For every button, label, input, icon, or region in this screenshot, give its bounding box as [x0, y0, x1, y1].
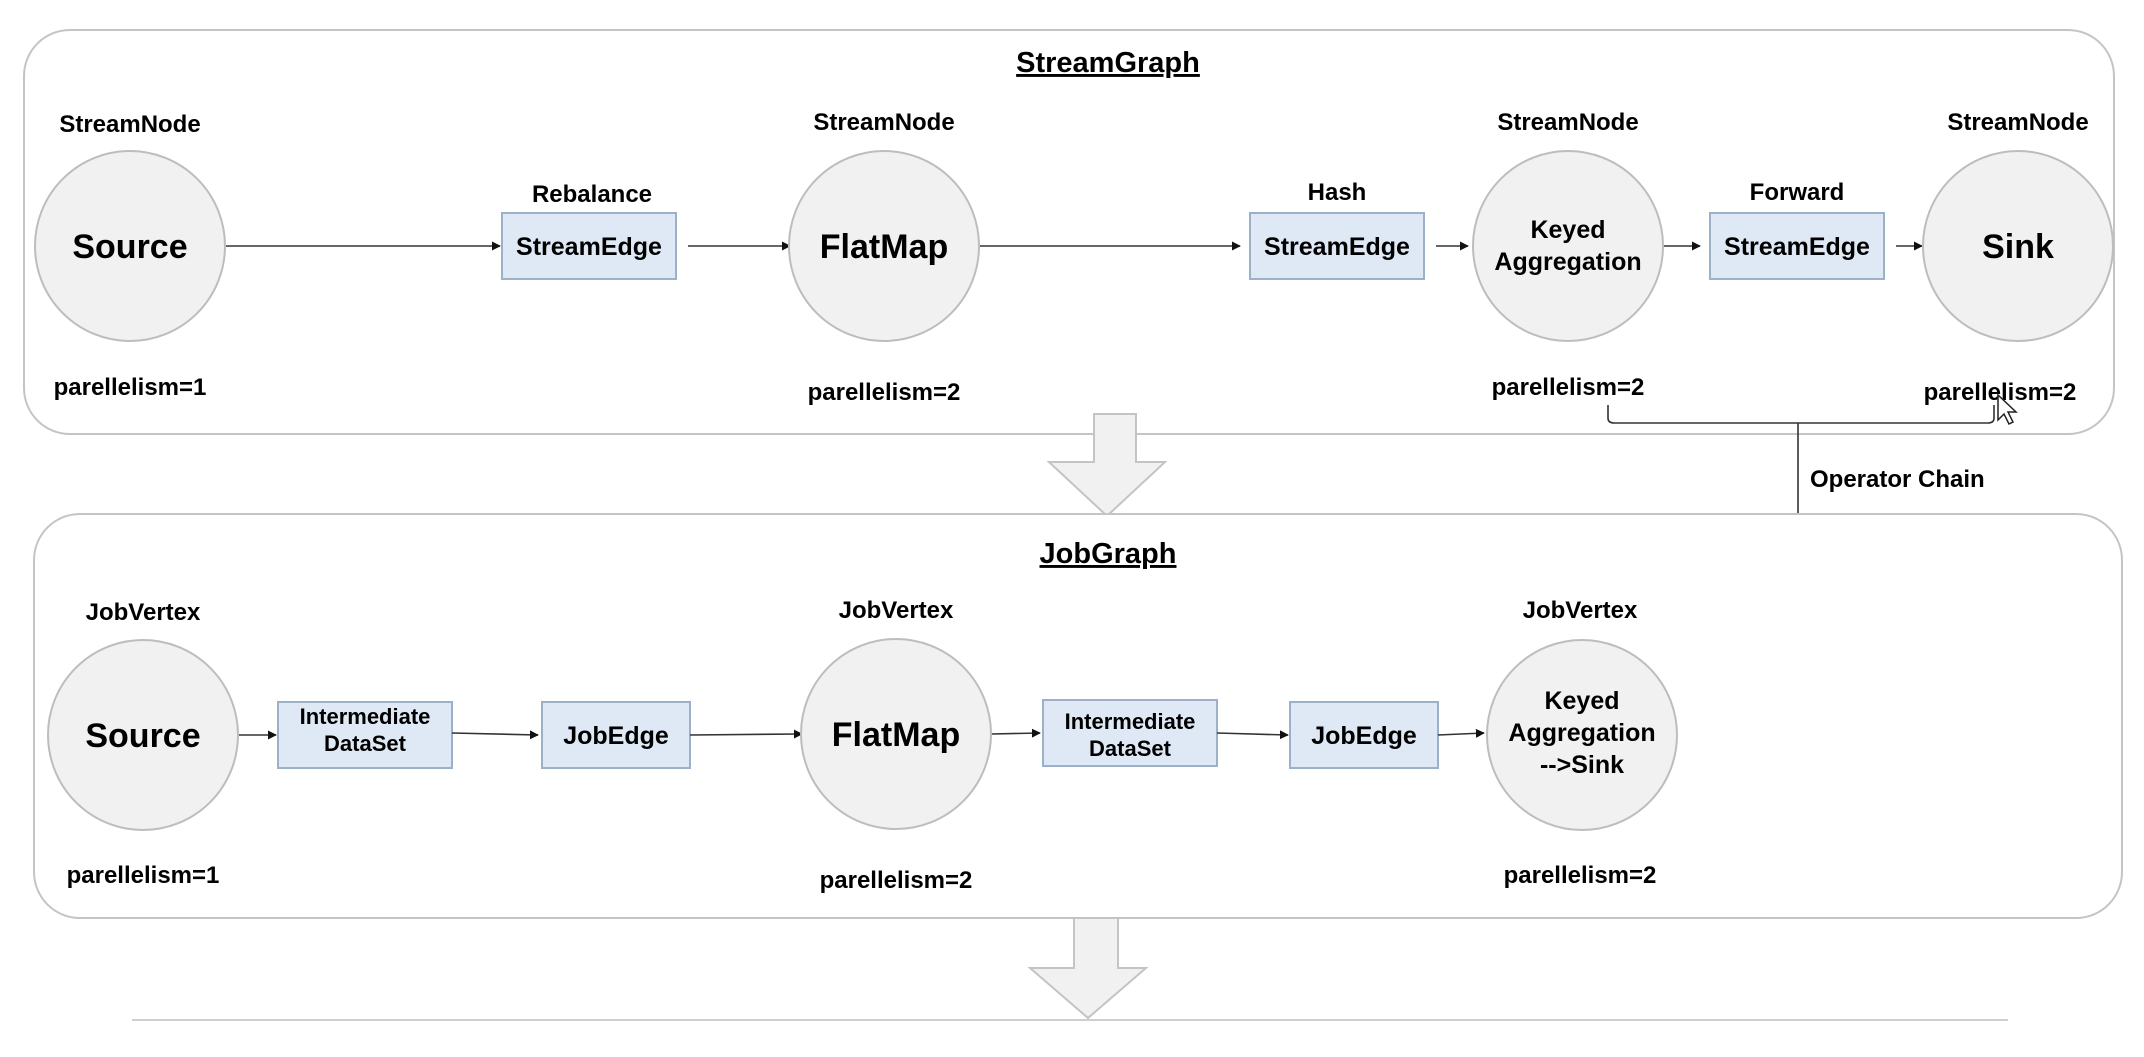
- job-dataset-2-line2: DataSet: [1089, 736, 1172, 761]
- stream-node-sink-name: Sink: [1982, 228, 2054, 266]
- stream-node-sink[interactable]: [1922, 150, 2114, 342]
- stream-node-keyed-type: StreamNode: [1497, 109, 1638, 136]
- stream-edge-1[interactable]: [501, 212, 677, 280]
- stream-edge-3[interactable]: [1709, 212, 1885, 280]
- stream-node-source-parallelism: parellelism=1: [54, 374, 207, 401]
- job-edge-1-label: JobEdge: [563, 722, 669, 750]
- job-vertex-keyed-name-line1: Keyed: [1544, 687, 1619, 715]
- job-vertex-source-parallelism: parellelism=1: [67, 862, 220, 889]
- stream-edge-3-label: StreamEdge: [1724, 233, 1870, 261]
- stream-node-keyed-aggregation[interactable]: [1472, 150, 1664, 342]
- job-dataset-1[interactable]: [277, 701, 453, 769]
- stream-to-job-arrow-icon: [1046, 413, 1168, 518]
- stream-node-source[interactable]: [34, 150, 226, 342]
- stream-edge-3-partition: Forward: [1750, 179, 1845, 206]
- job-vertex-source-type: JobVertex: [86, 599, 201, 626]
- stream-node-keyed-name-line2: Aggregation: [1494, 248, 1641, 276]
- mouse-cursor-icon: [1997, 393, 2018, 426]
- job-vertex-flatmap-parallelism: parellelism=2: [820, 867, 973, 894]
- stream-edge-2[interactable]: [1249, 212, 1425, 280]
- job-vertex-keyed-aggregation-sink[interactable]: [1486, 639, 1678, 831]
- job-vertex-keyed-name-line3: -->Sink: [1540, 751, 1624, 779]
- job-vertex-keyed-name-line2: Aggregation: [1508, 719, 1655, 747]
- job-link-jobedge2-keyed: [1437, 728, 1485, 738]
- job-dataset-2[interactable]: [1042, 699, 1218, 767]
- stream-node-flatmap-type: StreamNode: [813, 109, 954, 136]
- stream-edge-2-label: StreamEdge: [1264, 233, 1410, 261]
- stream-node-keyed-parallelism: parellelism=2: [1492, 374, 1645, 401]
- job-link-dataset1-jobedge1: [451, 730, 539, 740]
- stream-edge-1-partition: Rebalance: [532, 181, 652, 208]
- stream-node-source-type: StreamNode: [59, 111, 200, 138]
- job-vertex-keyed-parallelism: parellelism=2: [1504, 862, 1657, 889]
- job-vertex-source[interactable]: [47, 639, 239, 831]
- operator-chain-bracket: [1607, 405, 1995, 424]
- job-vertex-flatmap-name: FlatMap: [832, 716, 960, 754]
- job-vertex-keyed-type: JobVertex: [1523, 597, 1638, 624]
- job-graph-title: JobGraph: [1040, 538, 1177, 570]
- job-edge-2[interactable]: [1289, 701, 1439, 769]
- job-edge-2-label: JobEdge: [1311, 722, 1417, 750]
- job-vertex-source-name: Source: [85, 717, 200, 755]
- job-dataset-2-line1: Intermediate: [1065, 709, 1196, 734]
- stream-node-sink-type: StreamNode: [1947, 109, 2088, 136]
- job-to-next-arrow-icon: [1027, 917, 1149, 1020]
- job-dataset-1-line2: DataSet: [324, 731, 407, 756]
- job-link-flatmap-dataset2: [991, 728, 1041, 738]
- stream-graph-title: StreamGraph: [1016, 47, 1200, 79]
- job-vertex-flatmap[interactable]: [800, 638, 992, 830]
- stream-node-flatmap-parallelism: parellelism=2: [808, 379, 961, 406]
- job-vertex-flatmap-type: JobVertex: [839, 597, 954, 624]
- job-link-dataset2-jobedge2: [1216, 730, 1289, 740]
- stream-node-source-name: Source: [72, 228, 187, 266]
- stream-node-flatmap[interactable]: [788, 150, 980, 342]
- job-link-jobedge1-flatmap: [689, 729, 803, 739]
- job-edge-1[interactable]: [541, 701, 691, 769]
- stream-node-flatmap-name: FlatMap: [820, 228, 948, 266]
- job-dataset-1-line1: Intermediate: [300, 704, 431, 729]
- operator-chain-label: Operator Chain: [1810, 466, 1985, 493]
- stream-node-keyed-name-line1: Keyed: [1530, 216, 1605, 244]
- stream-edge-2-partition: Hash: [1308, 179, 1367, 206]
- stream-edge-1-label: StreamEdge: [516, 233, 662, 261]
